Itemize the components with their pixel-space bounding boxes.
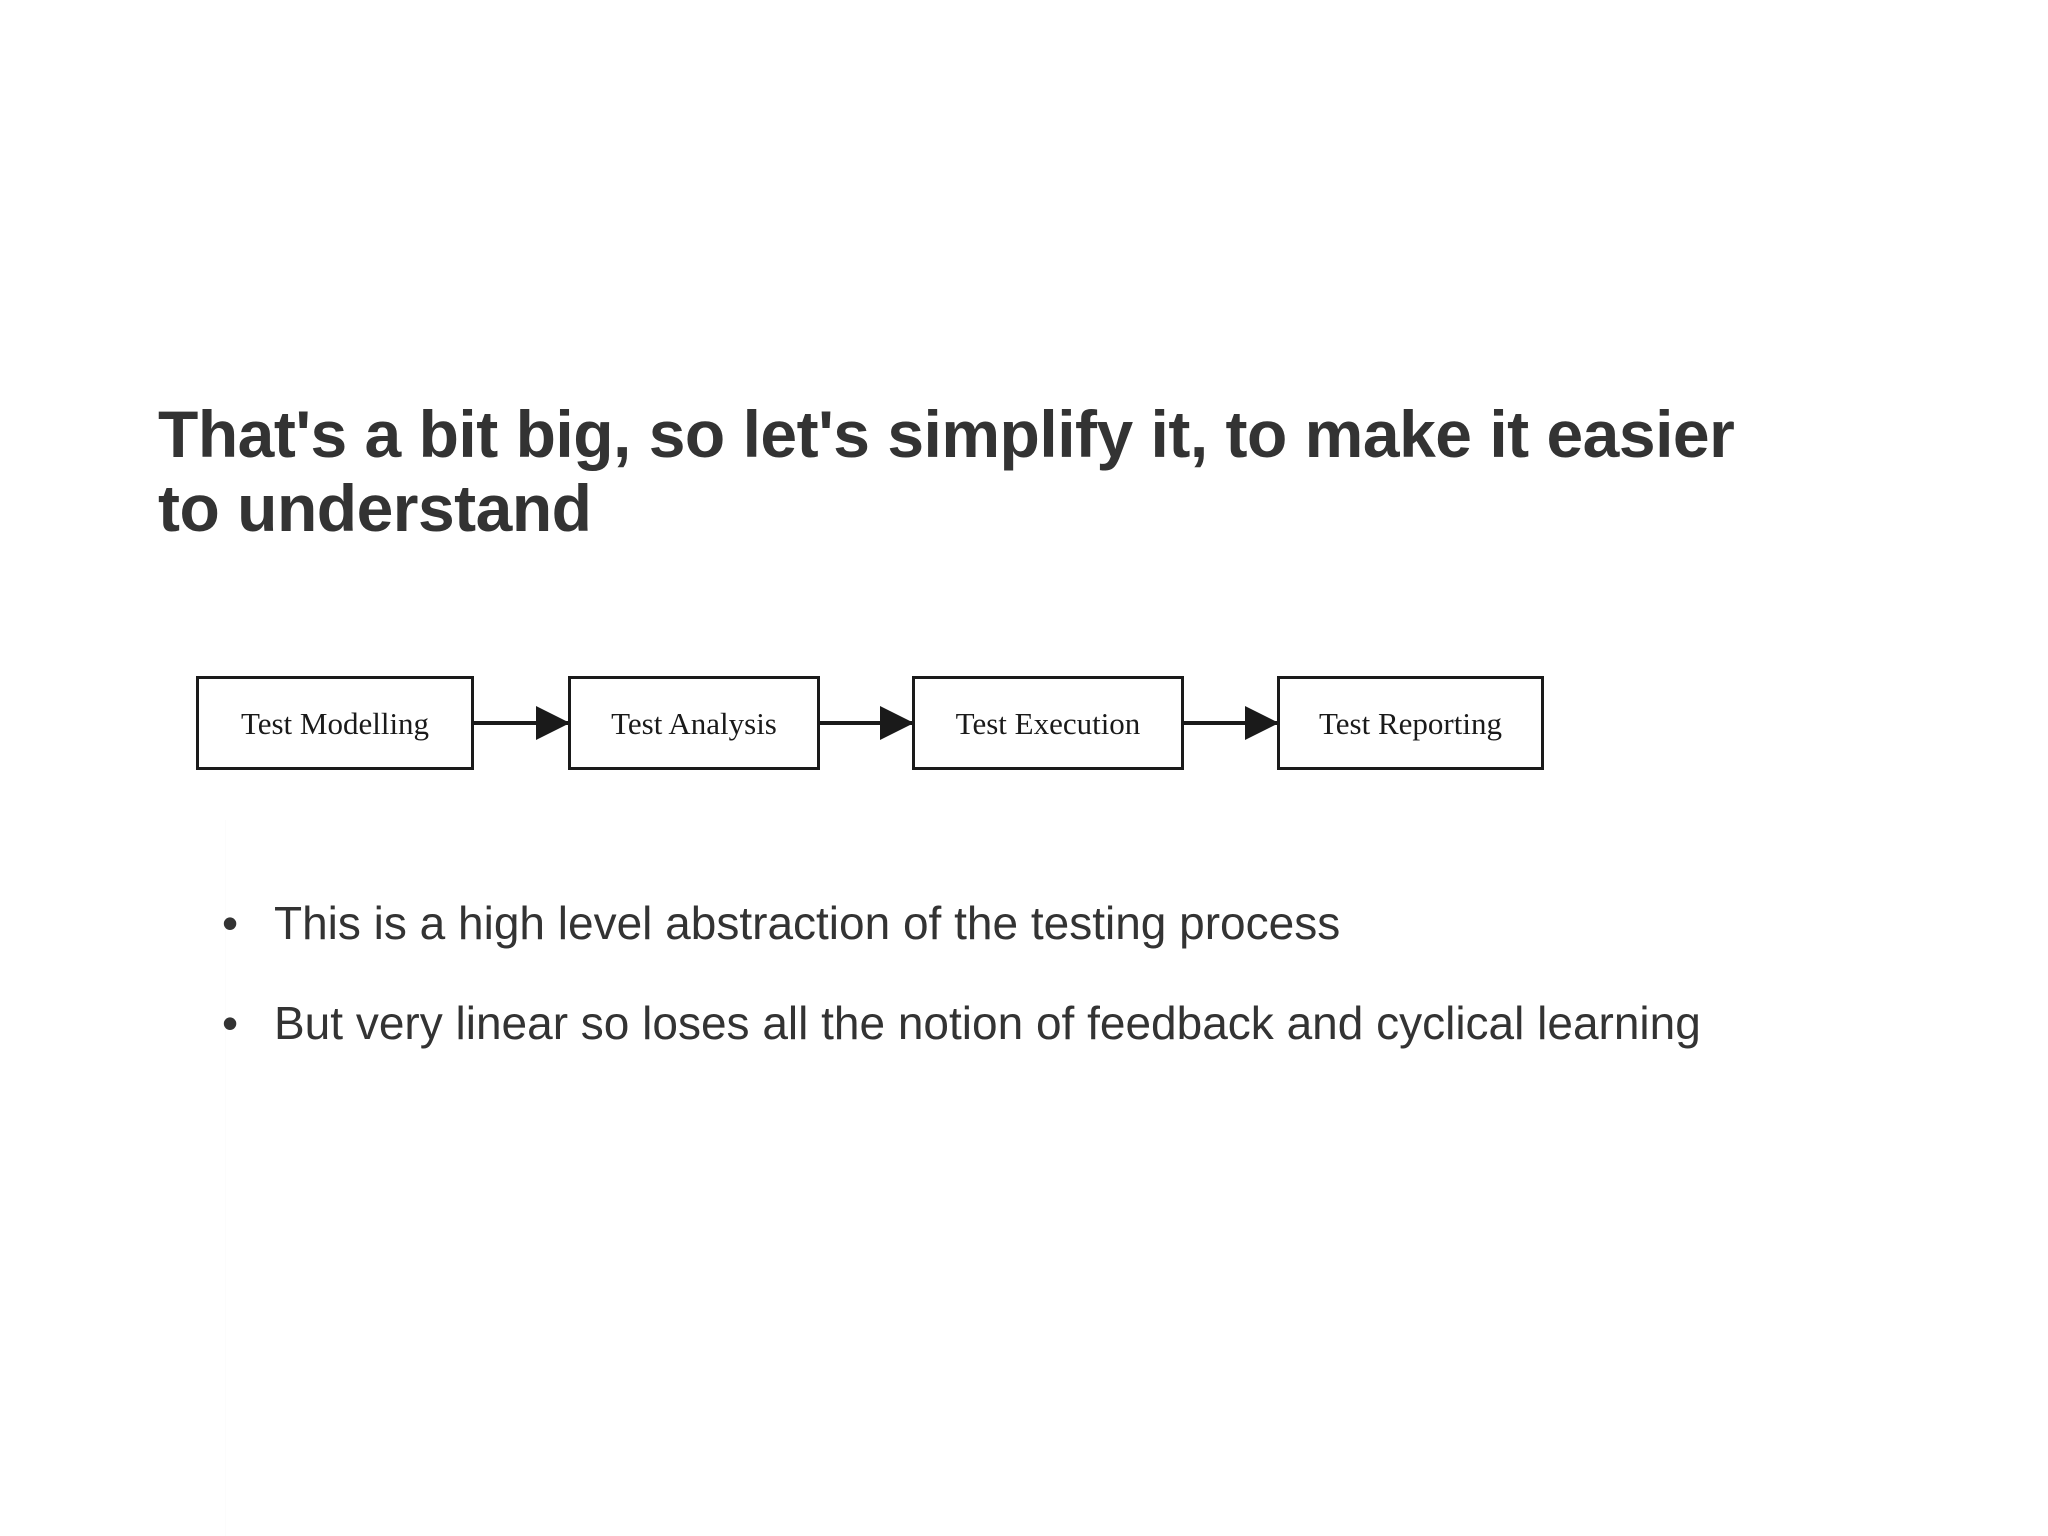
arrow-head-icon xyxy=(536,706,570,740)
list-item: • This is a high level abstraction of th… xyxy=(222,884,1862,962)
arrow-execution-to-reporting xyxy=(1184,706,1279,740)
title-text: That's a bit big, so let's simplify it, … xyxy=(158,397,1735,545)
process-box-label: Test Reporting xyxy=(1319,705,1502,741)
process-box-test-analysis[interactable]: Test Analysis xyxy=(568,676,820,770)
list-item-text: But very linear so loses all the notion … xyxy=(274,997,1701,1049)
bullet-marker-icon: • xyxy=(222,997,239,1049)
process-box-label: Test Analysis xyxy=(611,705,777,741)
arrow-analysis-to-execution xyxy=(820,706,914,740)
arrow-shaft xyxy=(820,721,912,725)
test-process-diagram: Test Modelling Test Analysis Test Execut… xyxy=(196,672,1548,776)
arrow-shaft xyxy=(474,721,568,725)
bullet-list: • This is a high level abstraction of th… xyxy=(222,884,1862,1084)
page-title: That's a bit big, so let's simplify it, … xyxy=(158,397,1778,546)
arrow-shaft xyxy=(1184,721,1277,725)
slide-placeholder-edge xyxy=(225,820,226,1536)
process-box-label: Test Execution xyxy=(955,705,1141,741)
arrow-head-icon xyxy=(1245,706,1279,740)
list-item-text: This is a high level abstraction of the … xyxy=(274,897,1341,949)
process-box-test-modelling[interactable]: Test Modelling xyxy=(196,676,474,770)
process-box-test-execution[interactable]: Test Execution xyxy=(912,676,1184,770)
arrow-modelling-to-analysis xyxy=(474,706,570,740)
process-box-label: Test Modelling xyxy=(240,705,430,741)
arrow-head-icon xyxy=(880,706,914,740)
process-box-test-reporting[interactable]: Test Reporting xyxy=(1277,676,1544,770)
list-item: • But very linear so loses all the notio… xyxy=(222,984,1862,1062)
bullet-marker-icon: • xyxy=(222,897,239,949)
